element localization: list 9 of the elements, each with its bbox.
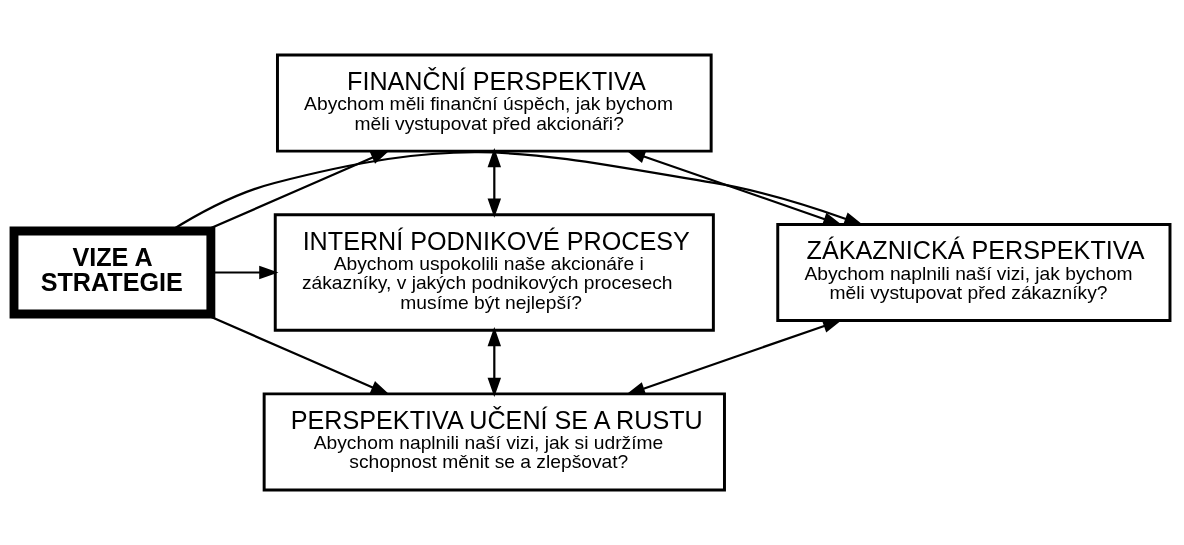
arrow [626, 150, 843, 226]
node-box: PERSPEKTIVA UČENÍ SE A RUSTU Abychom naplnili naší vizi, jak si udržíme schopnost měnit se a zlepšovat? [262, 392, 726, 492]
arrow [625, 319, 843, 395]
node-box: INTERNÍ PODNIKOVÉ PROCESY Abychom uspokolili naše akcionáře i zákazníky, v jakých podnikových procesech musíme být nejlepší? [273, 213, 715, 332]
node-box: ZÁKAZNICKÁ PERSPEKTIVA Abychom naplnili naší vizi, jak bychom měli vystupovat před zákazníky? [776, 222, 1172, 323]
node-box: FINANČNÍ PERSPEKTIVA Abychom měli finanční úspěch, jak bychom měli vystupovat před akcionáři? [276, 53, 713, 153]
node-box: VIZE A STRATEGIE [9, 226, 216, 319]
arrow [487, 327, 502, 397]
arrow [487, 147, 502, 218]
